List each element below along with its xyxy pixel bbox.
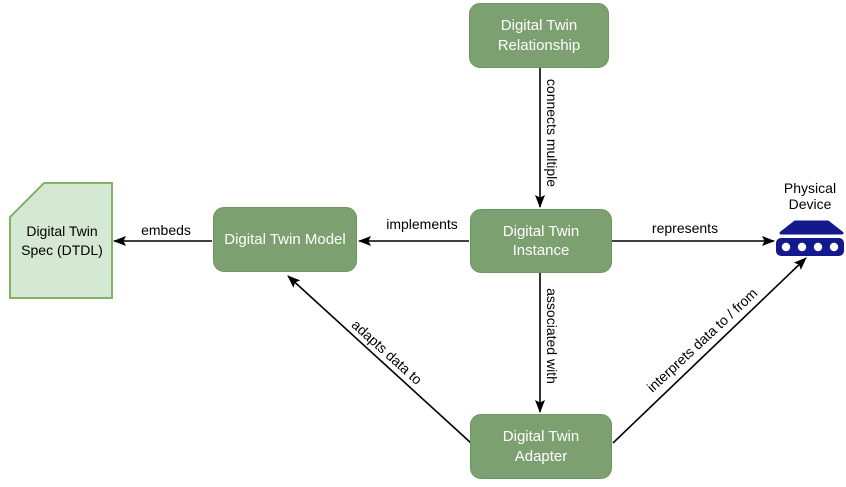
node-label: Digital Twin Relationship [497,17,581,54]
edge-label-embeds: embeds [141,222,191,238]
node-physical-device-label: Physical Device [783,179,837,212]
document-shape [9,182,113,299]
node-label: Digital Twin Spec (DTDL) [21,222,103,258]
edge-label-associated-with: associated with [544,288,560,384]
edge-label-connects-multiple: connects multiple [544,78,560,188]
node-digital-twin-adapter: Digital Twin Adapter [470,414,612,479]
edge-interprets-data [612,257,807,444]
edge-label-implements: implements [386,216,458,232]
node-digital-twin-model: Digital Twin Model [213,207,357,272]
node-label: Digital Twin Model [224,230,346,248]
node-digital-twin-spec: Digital Twin Spec (DTDL) [10,183,112,298]
node-label: Digital Twin Instance [502,222,580,260]
node-label: Digital Twin Adapter [502,428,580,465]
node-digital-twin-instance: Digital Twin Instance [470,209,612,273]
node-digital-twin-relationship: Digital Twin Relationship [469,3,609,68]
router-device-icon [776,220,844,256]
edge-label-represents: represents [651,220,719,236]
edge-adapts-data-to [287,275,472,444]
